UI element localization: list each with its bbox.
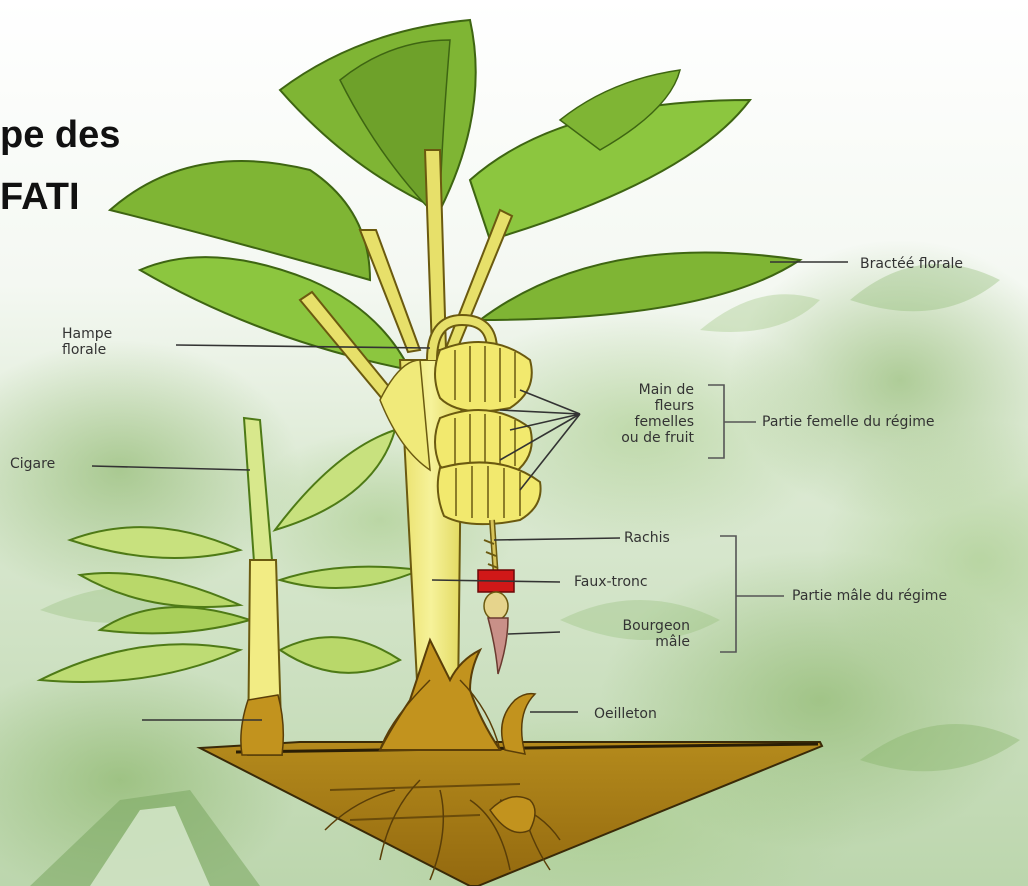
label-main-de-fleurs: Main de fleurs femelles ou de fruit [580,382,694,446]
label-partie-male: Partie mâle du régime [792,588,947,604]
label-oeilleton: Oeilleton [594,706,657,722]
label-rachis: Rachis [624,530,670,546]
fruit-hand-1 [435,342,532,411]
label-bractee-florale: Bractéé florale [860,256,963,272]
label-bourgeon-male: Bourgeon mâle [580,618,690,650]
fruit-hand-3 [438,462,541,524]
heading-line-1: pe des [0,116,120,154]
label-partie-femelle: Partie femelle du régime [762,414,935,430]
label-cigare: Cigare [10,456,55,472]
fruit-bunch [435,342,541,524]
label-faux-tronc: Faux-tronc [574,574,648,590]
label-hampe-florale: Hampe florale [62,326,112,358]
heading-line-2: FATI [0,178,80,216]
